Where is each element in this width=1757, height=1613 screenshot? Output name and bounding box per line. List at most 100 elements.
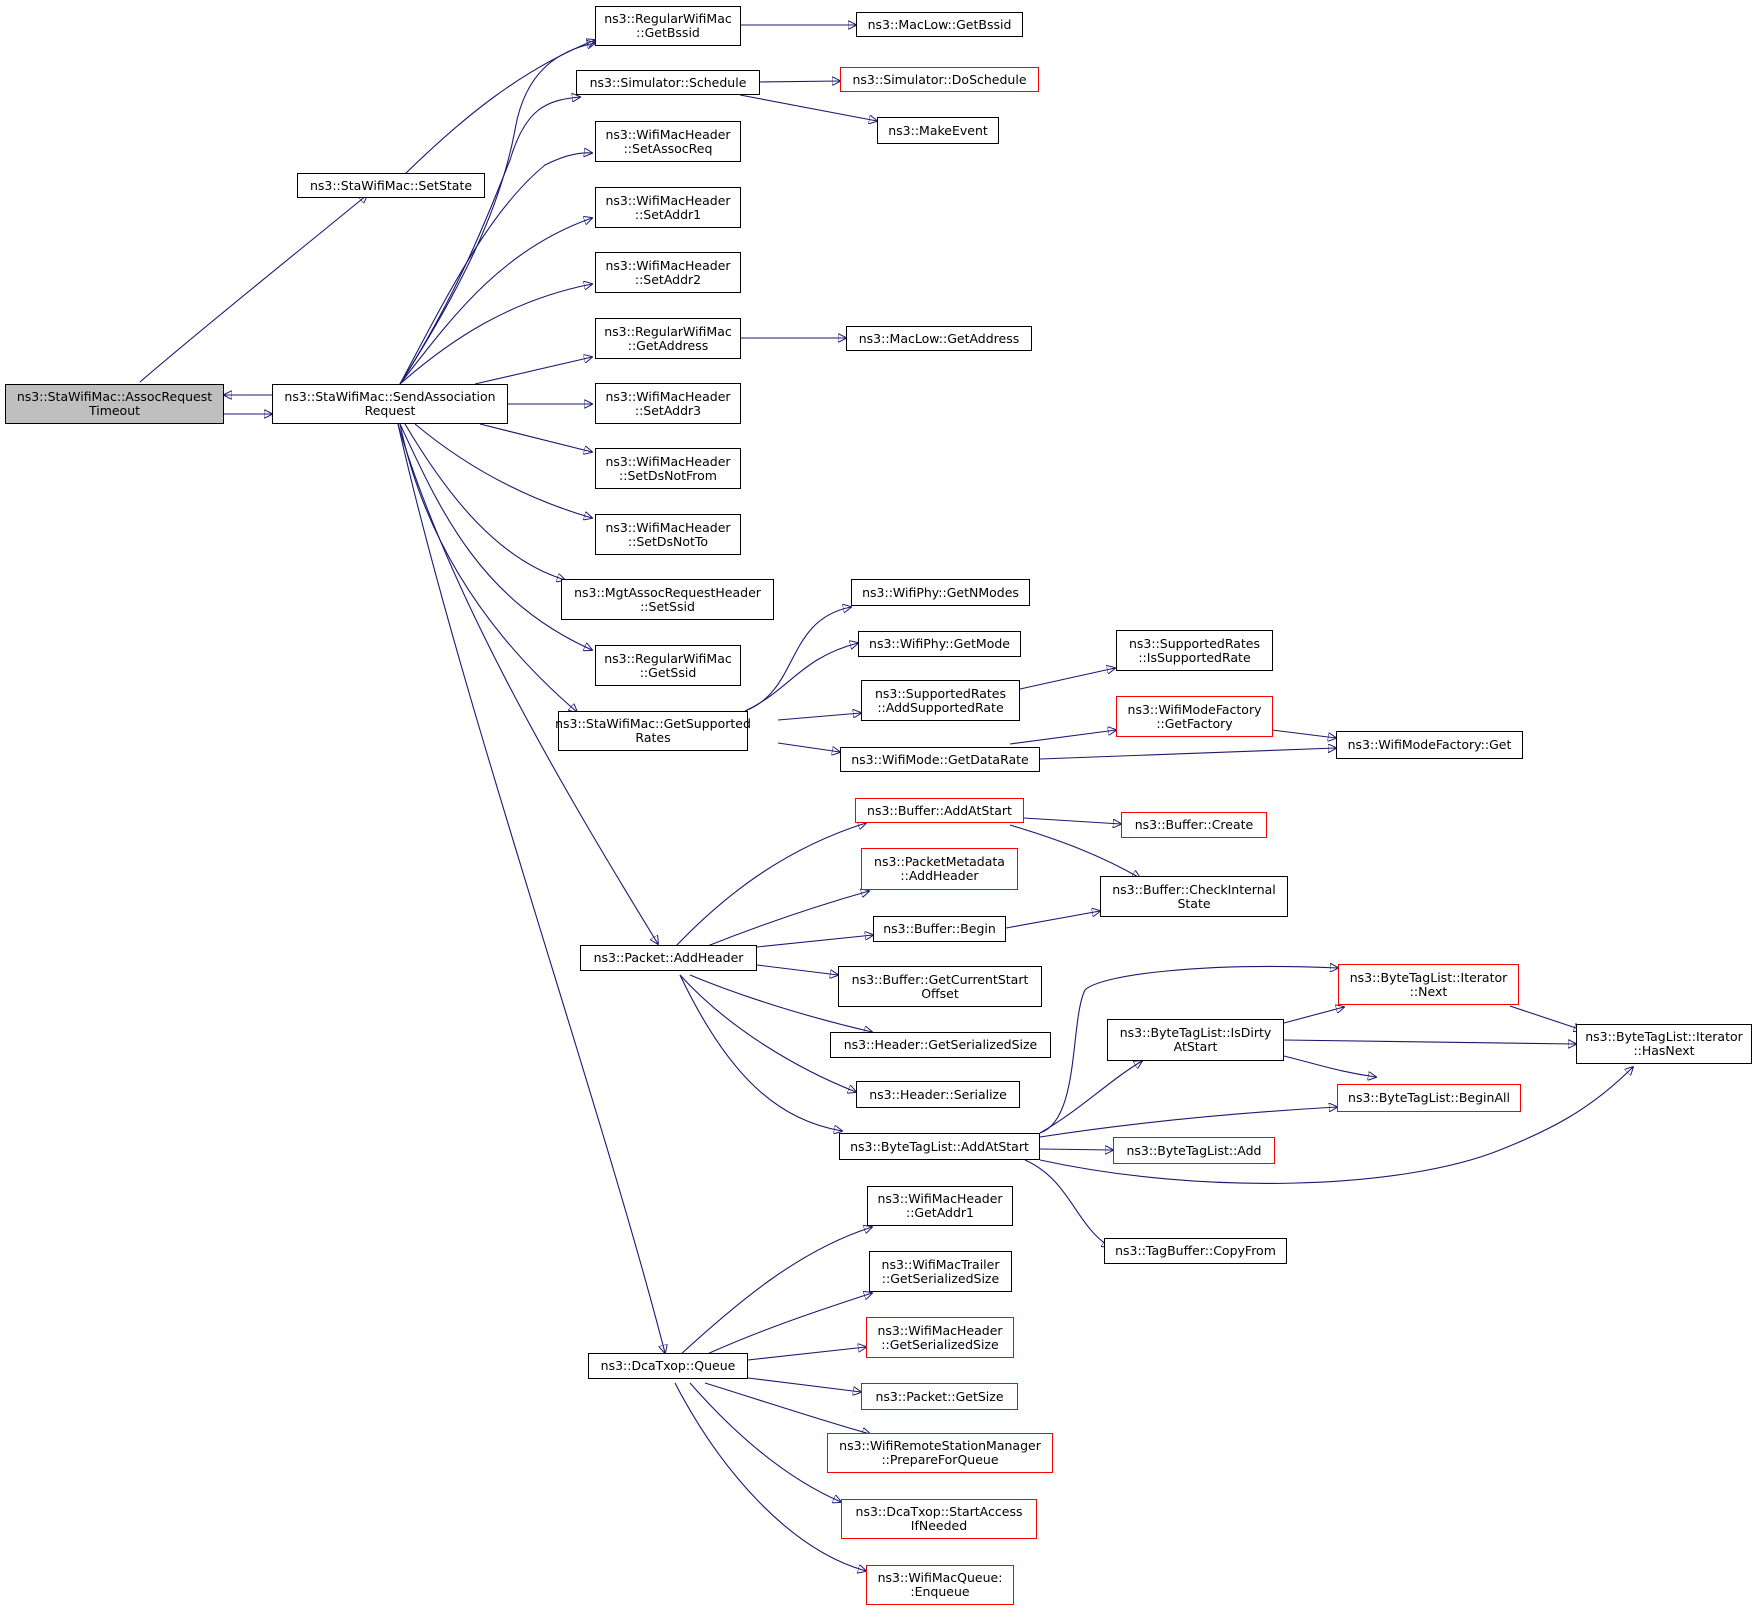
node-label: ns3::Buffer::GetCurrentStart [851, 971, 1029, 987]
edge [689, 974, 872, 1032]
edge [404, 423, 565, 580]
node-label: ns3::WifiMacHeader [605, 453, 731, 469]
node-regularwifimac-getbssid[interactable]: ns3::RegularWifiMac ::GetBssid [595, 6, 741, 46]
node-dcatxop-startaccessifneeded[interactable]: ns3::DcaTxop::StartAccess IfNeeded [841, 1499, 1037, 1539]
edge [744, 607, 851, 712]
node-buffer-checkinternalstate[interactable]: ns3::Buffer::CheckInternal State [1100, 876, 1288, 917]
node-wifimacqueue-enqueue[interactable]: ns3::WifiMacQueue: :Enqueue [866, 1565, 1014, 1605]
node-supportedrates-issupportedrate[interactable]: ns3::SupportedRates ::IsSupportedRate [1116, 630, 1273, 671]
edge [1039, 1067, 1633, 1184]
node-wifimodefactory-getfactory[interactable]: ns3::WifiModeFactory ::GetFactory [1116, 696, 1273, 737]
node-supportedrates-addsupportedrate[interactable]: ns3::SupportedRates ::AddSupportedRate [861, 680, 1020, 721]
node-label: ::SetDsNotFrom [619, 467, 717, 483]
node-bytetaglist-add[interactable]: ns3::ByteTagList::Add [1113, 1137, 1275, 1164]
node-packet-getsize[interactable]: ns3::Packet::GetSize [861, 1383, 1018, 1410]
node-header-getserializedsize[interactable]: ns3::Header::GetSerializedSize [830, 1032, 1051, 1058]
node-simulator-doschedule[interactable]: ns3::Simulator::DoSchedule [840, 67, 1039, 92]
node-bytetaglist-beginall[interactable]: ns3::ByteTagList::BeginAll [1337, 1084, 1521, 1112]
node-wifimacheader-getaddr1[interactable]: ns3::WifiMacHeader ::GetAddr1 [867, 1186, 1013, 1226]
node-dcatxop-queue[interactable]: ns3::DcaTxop::Queue [588, 1353, 748, 1379]
node-buffer-begin[interactable]: ns3::Buffer::Begin [873, 916, 1006, 942]
node-packet-addheader[interactable]: ns3::Packet::AddHeader [580, 945, 757, 971]
node-wifiremotestationmanager-prepareforqueue[interactable]: ns3::WifiRemoteStationManager ::PrepareF… [827, 1433, 1053, 1473]
node-label: ns3::PacketMetadata [874, 854, 1005, 869]
edge [704, 1382, 870, 1434]
node-wifimacheader-setaddr2[interactable]: ns3::WifiMacHeader ::SetAddr2 [595, 252, 741, 293]
node-label: ns3::ByteTagList::Add [1126, 1142, 1262, 1158]
node-label: ns3::ByteTagList::IsDirty [1119, 1025, 1272, 1040]
node-label: Offset [921, 985, 959, 1001]
edge [1039, 748, 1336, 760]
node-bytetaglist-addatstart[interactable]: ns3::ByteTagList::AddAtStart [839, 1133, 1040, 1160]
edge [399, 423, 592, 650]
node-wifiphy-getmode[interactable]: ns3::WifiPhy::GetMode [858, 631, 1021, 657]
node-label: ::GetSerializedSize [881, 1336, 999, 1352]
edge [674, 823, 866, 948]
edge [397, 423, 665, 1353]
node-label: ns3::TagBuffer::CopyFrom [1115, 1243, 1276, 1258]
node-wifimacheader-setdsnotfrom[interactable]: ns3::WifiMacHeader ::SetDsNotFrom [595, 448, 741, 489]
node-buffer-getcurrentstartoffset[interactable]: ns3::Buffer::GetCurrentStart Offset [838, 966, 1042, 1007]
node-maclow-getbssid[interactable]: ns3::MacLow::GetBssid [856, 12, 1023, 37]
node-label: ns3::WifiMacHeader [605, 126, 731, 142]
node-mgtassocrequestheader-setssid[interactable]: ns3::MgtAssocRequestHeader ::SetSsid [561, 579, 774, 620]
node-label: ::Next [1409, 983, 1448, 999]
node-bytetaglist-iterator-hasnext[interactable]: ns3::ByteTagList::Iterator ::HasNext [1576, 1024, 1752, 1064]
edge [704, 1293, 872, 1356]
node-buffer-addatstart[interactable]: ns3::Buffer::AddAtStart [855, 798, 1024, 823]
node-header-serialize[interactable]: ns3::Header::Serialize [856, 1081, 1020, 1108]
node-label: ns3::Buffer::Create [1134, 817, 1254, 832]
node-wifimacheader-setassocreq[interactable]: ns3::WifiMacHeader ::SetAssocReq [595, 121, 741, 162]
node-regularwifimac-getssid[interactable]: ns3::RegularWifiMac ::GetSsid [595, 645, 741, 686]
node-label: ::GetAddr1 [906, 1205, 974, 1220]
node-wifimode-getdatarate[interactable]: ns3::WifiMode::GetDataRate [840, 747, 1040, 772]
edge [1039, 967, 1338, 1134]
edge [1039, 1107, 1337, 1138]
node-label: ns3::Simulator::Schedule [589, 74, 747, 90]
node-label: ::SetAddr1 [634, 206, 702, 222]
node-wifimacheader-setaddr3[interactable]: ns3::WifiMacHeader ::SetAddr3 [595, 383, 741, 424]
node-buffer-create[interactable]: ns3::Buffer::Create [1121, 812, 1267, 838]
node-packetmetadata-addheader[interactable]: ns3::PacketMetadata ::AddHeader [861, 848, 1018, 890]
node-wifimacheader-setdsnotto[interactable]: ns3::WifiMacHeader ::SetDsNotTo [595, 514, 741, 555]
edge [402, 40, 595, 177]
node-label: ns3::Header::GetSerializedSize [843, 1037, 1038, 1052]
node-maclow-getaddress[interactable]: ns3::MacLow::GetAddress [846, 326, 1032, 351]
node-simulator-schedule[interactable]: ns3::Simulator::Schedule [576, 70, 760, 95]
node-wifimacheader-setaddr1[interactable]: ns3::WifiMacHeader ::SetAddr1 [595, 187, 741, 228]
node-label: ns3::MakeEvent [888, 122, 988, 138]
edge [1005, 911, 1100, 929]
node-wifimacheader-getserializedsize[interactable]: ns3::WifiMacHeader ::GetSerializedSize [866, 1317, 1014, 1358]
node-label: Rates [635, 730, 671, 745]
node-label: ns3::ByteTagList::Iterator [1585, 1029, 1743, 1044]
node-bytetaglist-iterator-next[interactable]: ns3::ByteTagList::Iterator ::Next [1338, 964, 1519, 1005]
node-label: Request [364, 403, 416, 418]
node-label: ns3::Buffer::CheckInternal [1112, 881, 1276, 897]
node-label: ::SetAddr2 [634, 271, 702, 287]
node-label: ns3::WifiRemoteStationManager [839, 1438, 1041, 1453]
node-stawifimac-getsupportedrates[interactable]: ns3::StaWifiMac::GetSupported Rates [555, 711, 751, 751]
node-tagbuffer-copyfrom[interactable]: ns3::TagBuffer::CopyFrom [1104, 1238, 1287, 1264]
edge [679, 974, 842, 1131]
edge [399, 43, 595, 385]
edge [1024, 1159, 1110, 1247]
edge [739, 94, 877, 121]
edge [399, 284, 592, 385]
node-label: ns3::StaWifiMac::SendAssociation [284, 389, 496, 404]
node-set-state[interactable]: ns3::StaWifiMac::SetState [297, 173, 485, 198]
edge [1009, 824, 1140, 878]
node-wifiphy-getnmodes[interactable]: ns3::WifiPhy::GetNModes [851, 579, 1030, 606]
node-label: ns3::DcaTxop::StartAccess [855, 1504, 1023, 1519]
edge [1283, 1007, 1344, 1024]
node-bytetaglist-isdirtyatstart[interactable]: ns3::ByteTagList::IsDirty AtStart [1107, 1019, 1284, 1061]
node-label: ns3::WifiMacTrailer [881, 1256, 1000, 1272]
node-wifimodefactory-get[interactable]: ns3::WifiModeFactory::Get [1336, 731, 1523, 759]
node-makeevent[interactable]: ns3::MakeEvent [877, 117, 999, 144]
edge [756, 935, 873, 948]
edge [139, 195, 367, 383]
node-wifimactrailer-getserializedsize[interactable]: ns3::WifiMacTrailer ::GetSerializedSize [869, 1251, 1012, 1292]
edge [679, 974, 856, 1092]
node-send-association-request[interactable]: ns3::StaWifiMac::SendAssociation Request [272, 384, 508, 424]
node-regularwifimac-getaddress[interactable]: ns3::RegularWifiMac ::GetAddress [595, 318, 741, 359]
